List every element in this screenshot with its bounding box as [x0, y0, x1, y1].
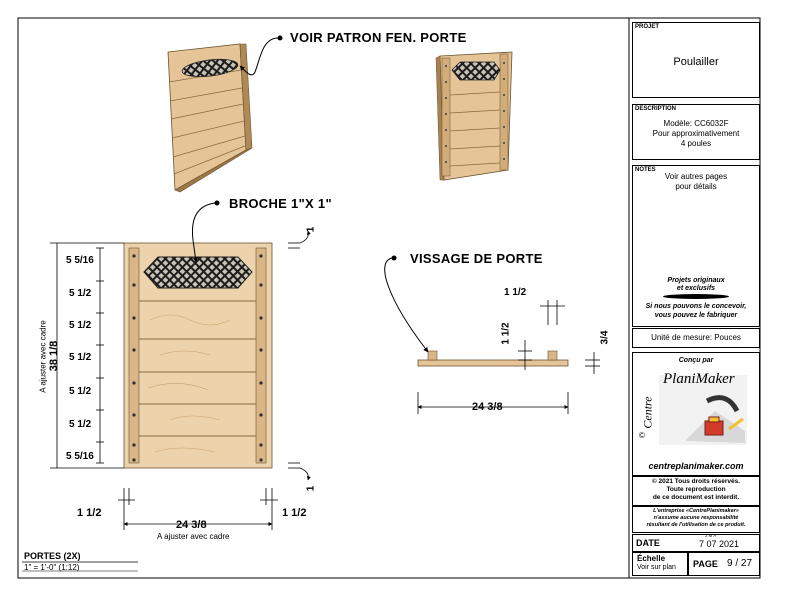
logo-box: Conçu par PlaniMaker Centre © centreplan… [632, 352, 760, 476]
unite-value: Unité de mesure: Pouces [651, 333, 741, 342]
disclaimer-line-3: résultant de l'utilisation de ce produit… [646, 522, 746, 528]
projet-value: Poulailler [673, 56, 719, 68]
door-elevation [123, 242, 273, 469]
spacing-label-3: 5 1/2 [69, 320, 92, 331]
concevoir-line-1: Si nous pouvons le concevoir, [645, 303, 747, 310]
echelle-box: Échelle Voir sur plan [632, 552, 688, 576]
sheet-title: PORTES (2X) [24, 551, 81, 561]
page-value: 9 / 27 [727, 558, 753, 569]
notes-box: NOTES Voir autres pages pour détails Pro… [632, 165, 760, 327]
door-height-dimension: 38 1/8 [48, 340, 60, 372]
disclaimer-line-1: L'entreprise «CentrePlanimaker» [653, 508, 739, 514]
description-label: DESCRIPTION [635, 106, 677, 112]
original-line-2: et exclusifs [676, 285, 716, 292]
divider-swoosh [663, 294, 729, 299]
right-stile-dimension: 1 1/2 [282, 507, 307, 519]
page-label: PAGE [693, 559, 718, 569]
projet-label: PROJET [635, 24, 660, 30]
notes-label: NOTES [635, 167, 656, 173]
date-value: 7 07 2021 [699, 539, 740, 549]
callout-vissage: VISSAGE DE PORTE [410, 251, 543, 266]
door-3d-front-view [435, 51, 513, 181]
left-stile-dimension: 1 1/2 [77, 507, 102, 519]
door-width-dimension: 24 3/8 [176, 519, 207, 531]
disclaimer-box: L'entreprise «CentrePlanimaker» n'assume… [632, 506, 760, 533]
copyright-line-2: Toute reproduction [666, 486, 726, 493]
date-header: J M A [705, 533, 717, 538]
original-line-1: Projets originaux [667, 277, 725, 284]
notes-line-2: pour détails [675, 182, 717, 191]
description-line-1: Modèle: CC6032F [663, 119, 729, 128]
website: centreplanimaker.com [648, 461, 744, 471]
copyright-line-1: © 2021 Tous droits réservés. [651, 478, 741, 485]
spacing-label-5: 5 1/2 [69, 386, 92, 397]
callout-broche: BROCHE 1"X 1" [229, 196, 332, 211]
description-box: DESCRIPTION Modèle: CC6032F Pour approxi… [632, 104, 760, 160]
notes-line-1: Voir autres pages [664, 172, 728, 181]
date-label: DATE [636, 538, 660, 548]
logo [645, 371, 749, 449]
spacing-label-7: 5 5/16 [66, 451, 94, 462]
thickness-dimension: 3/4 [599, 330, 611, 345]
door-side-view [417, 350, 569, 367]
description-line-3: 4 poules [680, 139, 712, 148]
date-box: DATE J M A 7 07 2021 [632, 533, 760, 552]
logo-side-text: Centre [640, 396, 655, 429]
logo-name: PlaniMaker [663, 371, 735, 387]
spacing-label-1: 5 5/16 [66, 255, 94, 266]
door-3d-back-view [167, 43, 253, 193]
door-width-note: A ajuster avec cadre [157, 532, 230, 541]
logo-graphic [659, 375, 747, 445]
stile-height-dimension: 1 1/2 [500, 322, 512, 345]
disclaimer-line-2: n'assume aucune responsabilité [653, 515, 739, 521]
bottom-clearance-dimension: 1 [305, 485, 317, 492]
top-clearance-dimension: 1 [305, 226, 317, 233]
spacer-dimension: 1 1/2 [504, 287, 527, 298]
logo-copyright-mark: © [639, 431, 645, 440]
sheet-scale: 1" = 1'-0" (1:12) [24, 563, 80, 572]
copyright-box: © 2021 Tous droits réservés. Toute repro… [632, 476, 760, 506]
spacing-label-2: 5 1/2 [69, 288, 92, 299]
spacing-label-6: 5 1/2 [69, 419, 92, 430]
page-box: PAGE 9 / 27 [688, 552, 760, 576]
echelle-label: Échelle [637, 554, 666, 563]
concu-par-label: Conçu par [678, 357, 714, 364]
description-line-2: Pour approximativement [652, 129, 740, 138]
concevoir-line-2: vous pouvez le fabriquer [654, 312, 738, 319]
callout-voir-patron: VOIR PATRON FEN. PORTE [290, 30, 467, 45]
echelle-value: Voir sur plan [637, 564, 676, 571]
projet-box: PROJET Poulailler [632, 22, 760, 98]
copyright-line-3: de ce document est interdit. [652, 494, 740, 501]
door-height-note: A ajuster avec cadre [38, 320, 48, 393]
unite-box: Unité de mesure: Pouces [632, 328, 760, 348]
side-width-dimension: 24 3/8 [472, 401, 503, 413]
spacing-label-4: 5 1/2 [69, 352, 92, 363]
